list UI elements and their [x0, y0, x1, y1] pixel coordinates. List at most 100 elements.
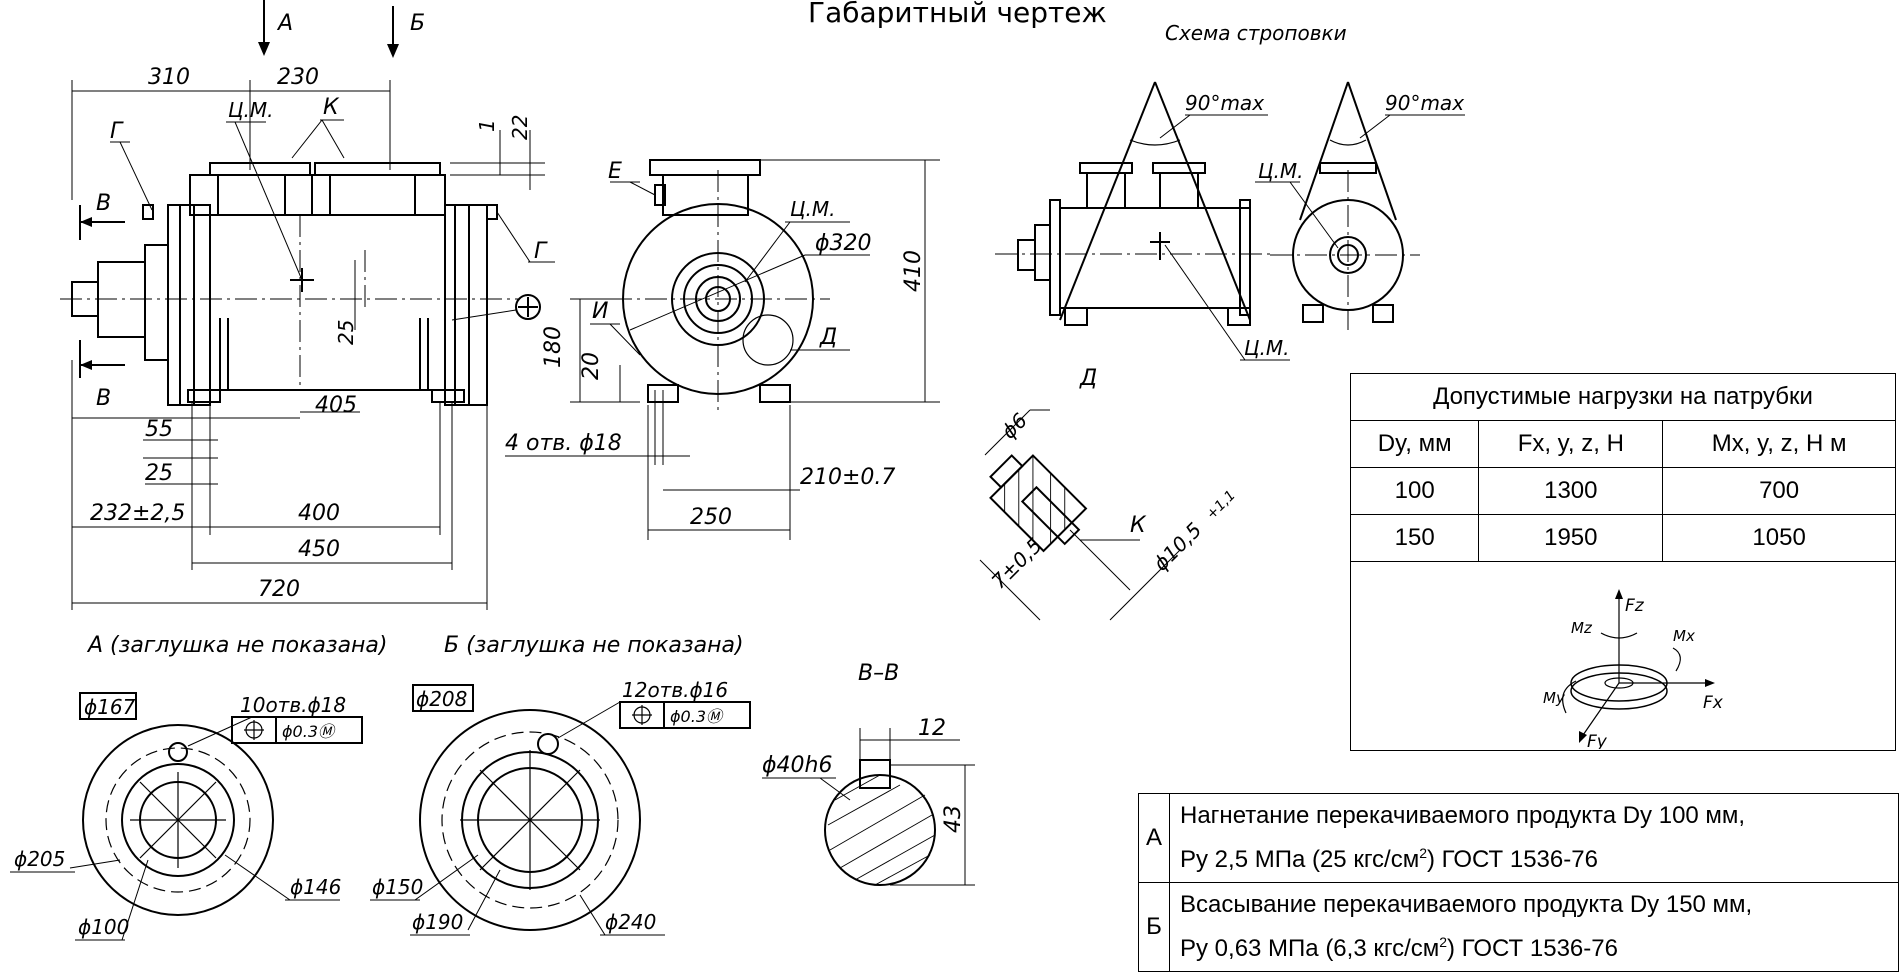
note-line-part: Ру 0,63 МПа (6,3 кгс/см	[1180, 935, 1440, 962]
dim-405: 405	[315, 393, 357, 418]
view-a-d146: ϕ146	[290, 875, 341, 899]
view-b-d150: ϕ150	[372, 875, 423, 899]
detail-d-label: Д	[1079, 366, 1097, 391]
dim-1: 1	[475, 119, 499, 132]
label-e: Е	[608, 159, 622, 184]
detail-d105: ϕ10,5	[1149, 518, 1207, 576]
dim-25: 25	[145, 461, 173, 486]
loads-table-caption: Допустимые нагрузки на патрубки	[1350, 373, 1896, 421]
loads-cell: 1050	[1662, 514, 1896, 562]
view-b-holes: 12отв.ϕ16	[622, 678, 728, 702]
loads-header-m: Mx, y, z, H м	[1662, 420, 1896, 468]
note-key: Б	[1138, 882, 1170, 972]
table-row: Б Всасывание перекачиваемого продукта Dy…	[1138, 882, 1899, 972]
dim-230: 230	[277, 65, 319, 90]
detail-tol: +1,1	[1204, 487, 1239, 522]
dim-310: 310	[148, 65, 190, 90]
label-k-main: К	[323, 95, 340, 120]
section-vv: В–В 12 ϕ40h6 43	[762, 661, 975, 886]
note-key: А	[1138, 793, 1170, 883]
view-a: А (заглушка не показана) ϕ167 10отв.ϕ18 …	[10, 633, 388, 941]
dim-210: 210±0.7	[800, 465, 895, 490]
dim-400: 400	[298, 501, 340, 526]
view-b-d190: ϕ190	[412, 910, 463, 934]
sling-scheme-title: Схема строповки	[1165, 21, 1347, 45]
dim-20: 20	[579, 352, 604, 380]
sling-cog-label-top: Ц.М.	[1258, 159, 1304, 183]
view-a-title: А (заглушка не показана)	[86, 633, 388, 658]
side-view: 410 ϕ320 Ц.М. Е И Д 180 20 4 отв. ϕ18 21…	[505, 159, 940, 540]
dim-320: ϕ320	[815, 231, 872, 256]
view-b-tol: ϕ0.3Ⓜ	[670, 707, 724, 726]
section-arrow-b-label: Б	[410, 11, 425, 36]
note-sup: 2	[1439, 934, 1448, 950]
section-vv-d12: 12	[918, 716, 946, 741]
loads-diagram-cell: Fz Fx Fy Mz Mx My	[1350, 561, 1896, 751]
holes-label-main: 4 отв. ϕ18	[505, 431, 622, 456]
note-line-part: Ру 2,5 МПа (25 кгс/см	[1180, 846, 1420, 873]
section-v-label-top: В	[96, 191, 111, 216]
note-text: Всасывание перекачиваемого продукта Dy 1…	[1169, 882, 1899, 972]
label-g-left: Г	[110, 119, 124, 144]
note-line: Ру 0,63 МПа (6,3 кгс/см2) ГОСТ 1536-76	[1180, 927, 1888, 971]
dim-450: 450	[298, 537, 340, 562]
section-vv-shaft: ϕ40h6	[762, 753, 832, 778]
note-line: Нагнетание перекачиваемого продукта Dy 1…	[1180, 802, 1746, 829]
dim-180: 180	[541, 326, 566, 368]
sling-angle-right: 90°max	[1385, 91, 1464, 115]
sling-scheme: Схема строповки 90°max Ц.М. 90°max	[995, 21, 1465, 361]
view-a-d100: ϕ100	[78, 915, 129, 939]
main-view: А Б 310 230	[60, 0, 555, 610]
view-b: Б (заглушка не показана) ϕ208 12отв.ϕ16 …	[370, 633, 751, 936]
cog-label-side: Ц.М.	[790, 197, 836, 221]
label-d-side: Д	[819, 325, 837, 350]
view-a-holes: 10отв.ϕ18	[240, 693, 346, 717]
detail-d7: 7±0,5	[987, 533, 1047, 593]
view-b-box: ϕ208	[416, 687, 467, 711]
dim-250: 250	[690, 505, 732, 530]
loads-cell: 150	[1349, 514, 1480, 562]
cog-label-main: Ц.М.	[228, 98, 274, 122]
sling-cog-label-bottom: Ц.М.	[1244, 336, 1290, 360]
view-a-tol: ϕ0.3Ⓜ	[282, 722, 336, 741]
sling-angle-left: 90°max	[1185, 91, 1264, 115]
label-g-right: Г	[534, 239, 548, 264]
nozzle-notes-table: А Нагнетание перекачиваемого продукта Dy…	[1138, 793, 1899, 972]
drawing-title: Габаритный чертеж	[808, 0, 1107, 29]
table-row: А Нагнетание перекачиваемого продукта Dy…	[1138, 793, 1899, 883]
dim-410: 410	[901, 250, 926, 292]
diagram-fx: Fx	[1703, 693, 1724, 713]
dim-22: 22	[508, 115, 532, 140]
loads-table: Допустимые нагрузки на патрубки Dy, мм F…	[1349, 373, 1896, 751]
loads-header-f: Fx, y, z, H	[1478, 420, 1664, 468]
diagram-fz: Fz	[1625, 596, 1645, 616]
detail-d: Д ϕ6 7±0,5 К ϕ10,5 +1,1	[979, 366, 1239, 621]
loads-cell: 1950	[1478, 514, 1664, 562]
loads-cell: 100	[1349, 467, 1480, 515]
note-line: Ру 2,5 МПа (25 кгс/см2) ГОСТ 1536-76	[1180, 838, 1888, 882]
view-b-d240: ϕ240	[605, 910, 656, 934]
note-line-part: ) ГОСТ 1536-76	[1447, 935, 1618, 962]
detail-k: К	[1130, 513, 1147, 538]
diagram-mz: Mz	[1571, 619, 1593, 637]
dim-720: 720	[258, 577, 300, 602]
section-arrow-a-label: А	[276, 11, 293, 36]
dim-232: 232±2,5	[90, 501, 185, 526]
section-vv-title: В–В	[858, 661, 899, 686]
dim-55: 55	[145, 417, 173, 442]
section-vv-d43: 43	[941, 805, 966, 833]
loads-cell: 1300	[1478, 467, 1664, 515]
section-v-label-bottom: В	[96, 386, 111, 411]
view-a-box: ϕ167	[84, 695, 136, 719]
table-row: 100 1300 700	[1349, 467, 1896, 515]
table-row: 150 1950 1050	[1349, 514, 1896, 562]
dim-25-vertical: 25	[334, 320, 358, 345]
loads-cell: 700	[1662, 467, 1896, 515]
label-i: И	[592, 299, 608, 324]
diagram-fy: Fy	[1587, 732, 1608, 749]
loads-header-dy: Dy, мм	[1349, 420, 1480, 468]
note-line: Всасывание перекачиваемого продукта Dy 1…	[1180, 891, 1753, 918]
diagram-my: My	[1543, 689, 1566, 707]
view-b-title: Б (заглушка не показана)	[444, 633, 744, 658]
